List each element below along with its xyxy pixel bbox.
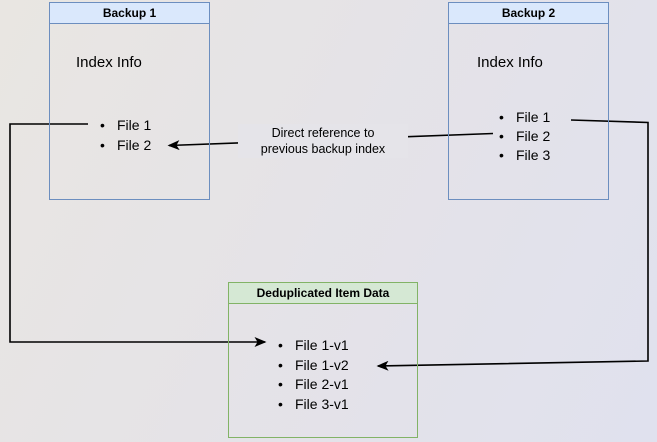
backup1-title: Backup 1 xyxy=(50,3,209,24)
list-item: File 2 xyxy=(100,136,151,156)
list-item: File 1 xyxy=(100,116,151,136)
edge-label-line2: previous backup index xyxy=(260,142,386,156)
direct-reference-edge-label: Direct reference to previous backup inde… xyxy=(238,124,408,158)
list-item: File 2 xyxy=(499,127,550,146)
backup2-subtitle: Index Info xyxy=(477,54,543,71)
list-item: File 3-v1 xyxy=(278,395,349,415)
dedup-box: Deduplicated Item Data xyxy=(228,282,418,438)
dedup-file-list: File 1-v1 File 1-v2 File 2-v1 File 3-v1 xyxy=(278,336,349,414)
backup2-box: Backup 2 Index Info File 1 File 2 File 3 xyxy=(448,2,609,200)
list-item: File 1 xyxy=(499,108,550,127)
list-item: File 3 xyxy=(499,146,550,165)
dedup-title: Deduplicated Item Data xyxy=(229,283,417,304)
list-item: File 2-v1 xyxy=(278,375,349,395)
backup1-box: Backup 1 Index Info File 1 File 2 xyxy=(49,2,210,200)
backup2-title: Backup 2 xyxy=(449,3,608,24)
backup1-file-list: File 1 File 2 xyxy=(100,116,151,155)
list-item: File 1-v2 xyxy=(278,356,349,376)
edge-label-line1: Direct reference to xyxy=(271,126,375,140)
list-item: File 1-v1 xyxy=(278,336,349,356)
backup2-file-list: File 1 File 2 File 3 xyxy=(499,108,550,165)
backup1-subtitle: Index Info xyxy=(76,54,142,71)
